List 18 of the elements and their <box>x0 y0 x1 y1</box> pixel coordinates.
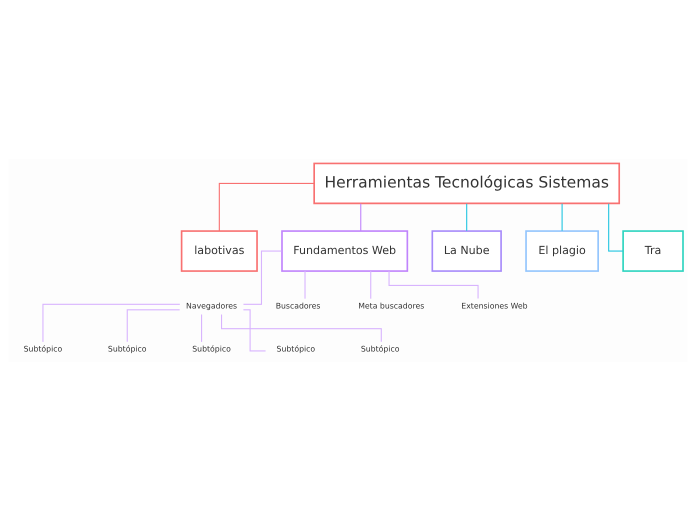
node-box: Tra <box>622 230 684 272</box>
connector <box>466 203 468 230</box>
node-box: Herramientas Tecnológicas Sistemas <box>313 162 620 204</box>
connector <box>126 308 180 342</box>
connector <box>370 270 372 298</box>
node-box: La Nube <box>431 230 502 272</box>
connector <box>304 270 306 298</box>
connector <box>388 270 479 298</box>
connector <box>201 314 202 342</box>
node-box: labotivas <box>180 230 258 272</box>
connector <box>243 250 282 304</box>
connector <box>243 308 266 351</box>
connector <box>42 303 180 342</box>
node-box: Fundamentos Web <box>281 230 408 272</box>
node-box: El plagio <box>525 230 599 272</box>
connector <box>218 182 314 230</box>
connector <box>360 203 362 230</box>
connector <box>562 203 563 230</box>
